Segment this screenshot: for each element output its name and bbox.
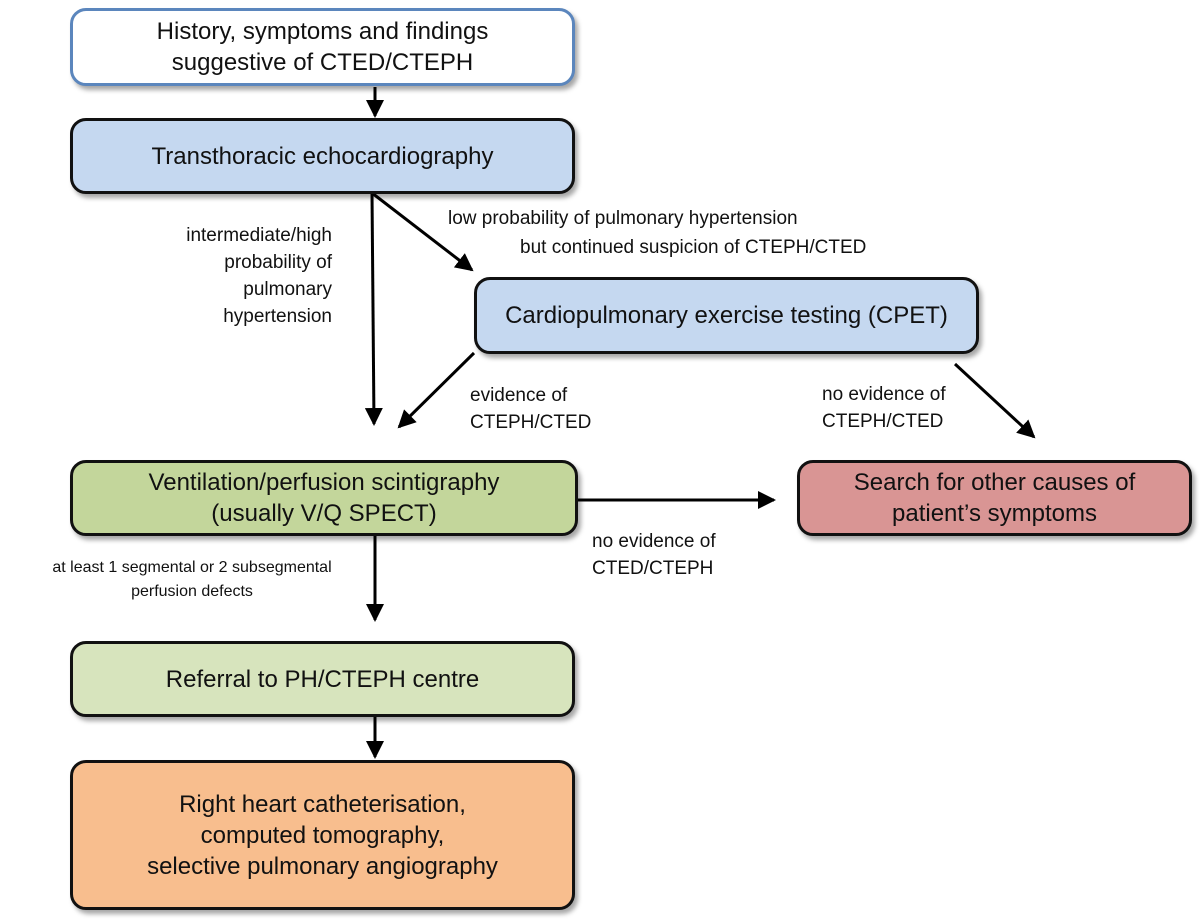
node-cpet-text: Cardiopulmonary exercise testing (CPET): [505, 302, 948, 329]
node-referral-text: Referral to PH/CTEPH centre: [165, 665, 480, 693]
label-tte-to-cpet-line1: low probability of pulmonary hypertensio…: [448, 208, 798, 229]
node-vq: Ventilation/perfusion scintigraphy (usua…: [70, 460, 578, 536]
arrow-cpet-to-vq: [397, 351, 476, 429]
label-cpet-to-other: no evidence of CTEPH/CTED: [822, 384, 946, 432]
label-tte-to-cpet-line2: but continued suspicion of CTEPH/CTED: [520, 237, 867, 258]
node-final-text: Right heart catheterisation, computed to…: [147, 790, 498, 880]
node-vq-text: Ventilation/perfusion scintigraphy (usua…: [148, 469, 500, 527]
node-referral: Referral to PH/CTEPH centre: [70, 641, 575, 717]
node-final: Right heart catheterisation, computed to…: [70, 760, 575, 910]
label-cpet-to-vq: evidence of CTEPH/CTED: [470, 385, 592, 433]
node-cpet: Cardiopulmonary exercise testing (CPET): [474, 277, 979, 354]
arrow-tte-to-vq: [364, 192, 383, 426]
label-tte-to-vq: intermediate/high probability of pulmona…: [186, 225, 332, 327]
label-vq-to-other: no evidence of CTED/CTEPH: [592, 531, 716, 579]
node-tte-text: Transthoracic echocardiography: [151, 142, 494, 170]
node-tte: Transthoracic echocardiography: [70, 118, 575, 194]
node-other: Search for other causes of patient’s sym…: [797, 460, 1192, 536]
label-vq-to-referral: at least 1 segmental or 2 subsegmental p…: [52, 559, 332, 600]
node-other-text: Search for other causes of patient’s sym…: [853, 469, 1136, 527]
node-start: History, symptoms and findings suggestiv…: [70, 8, 575, 86]
node-start-text: History, symptoms and findings suggestiv…: [156, 18, 489, 76]
arrow-tte-to-cpet: [371, 191, 474, 272]
arrow-cpet-to-other: [953, 362, 1036, 439]
